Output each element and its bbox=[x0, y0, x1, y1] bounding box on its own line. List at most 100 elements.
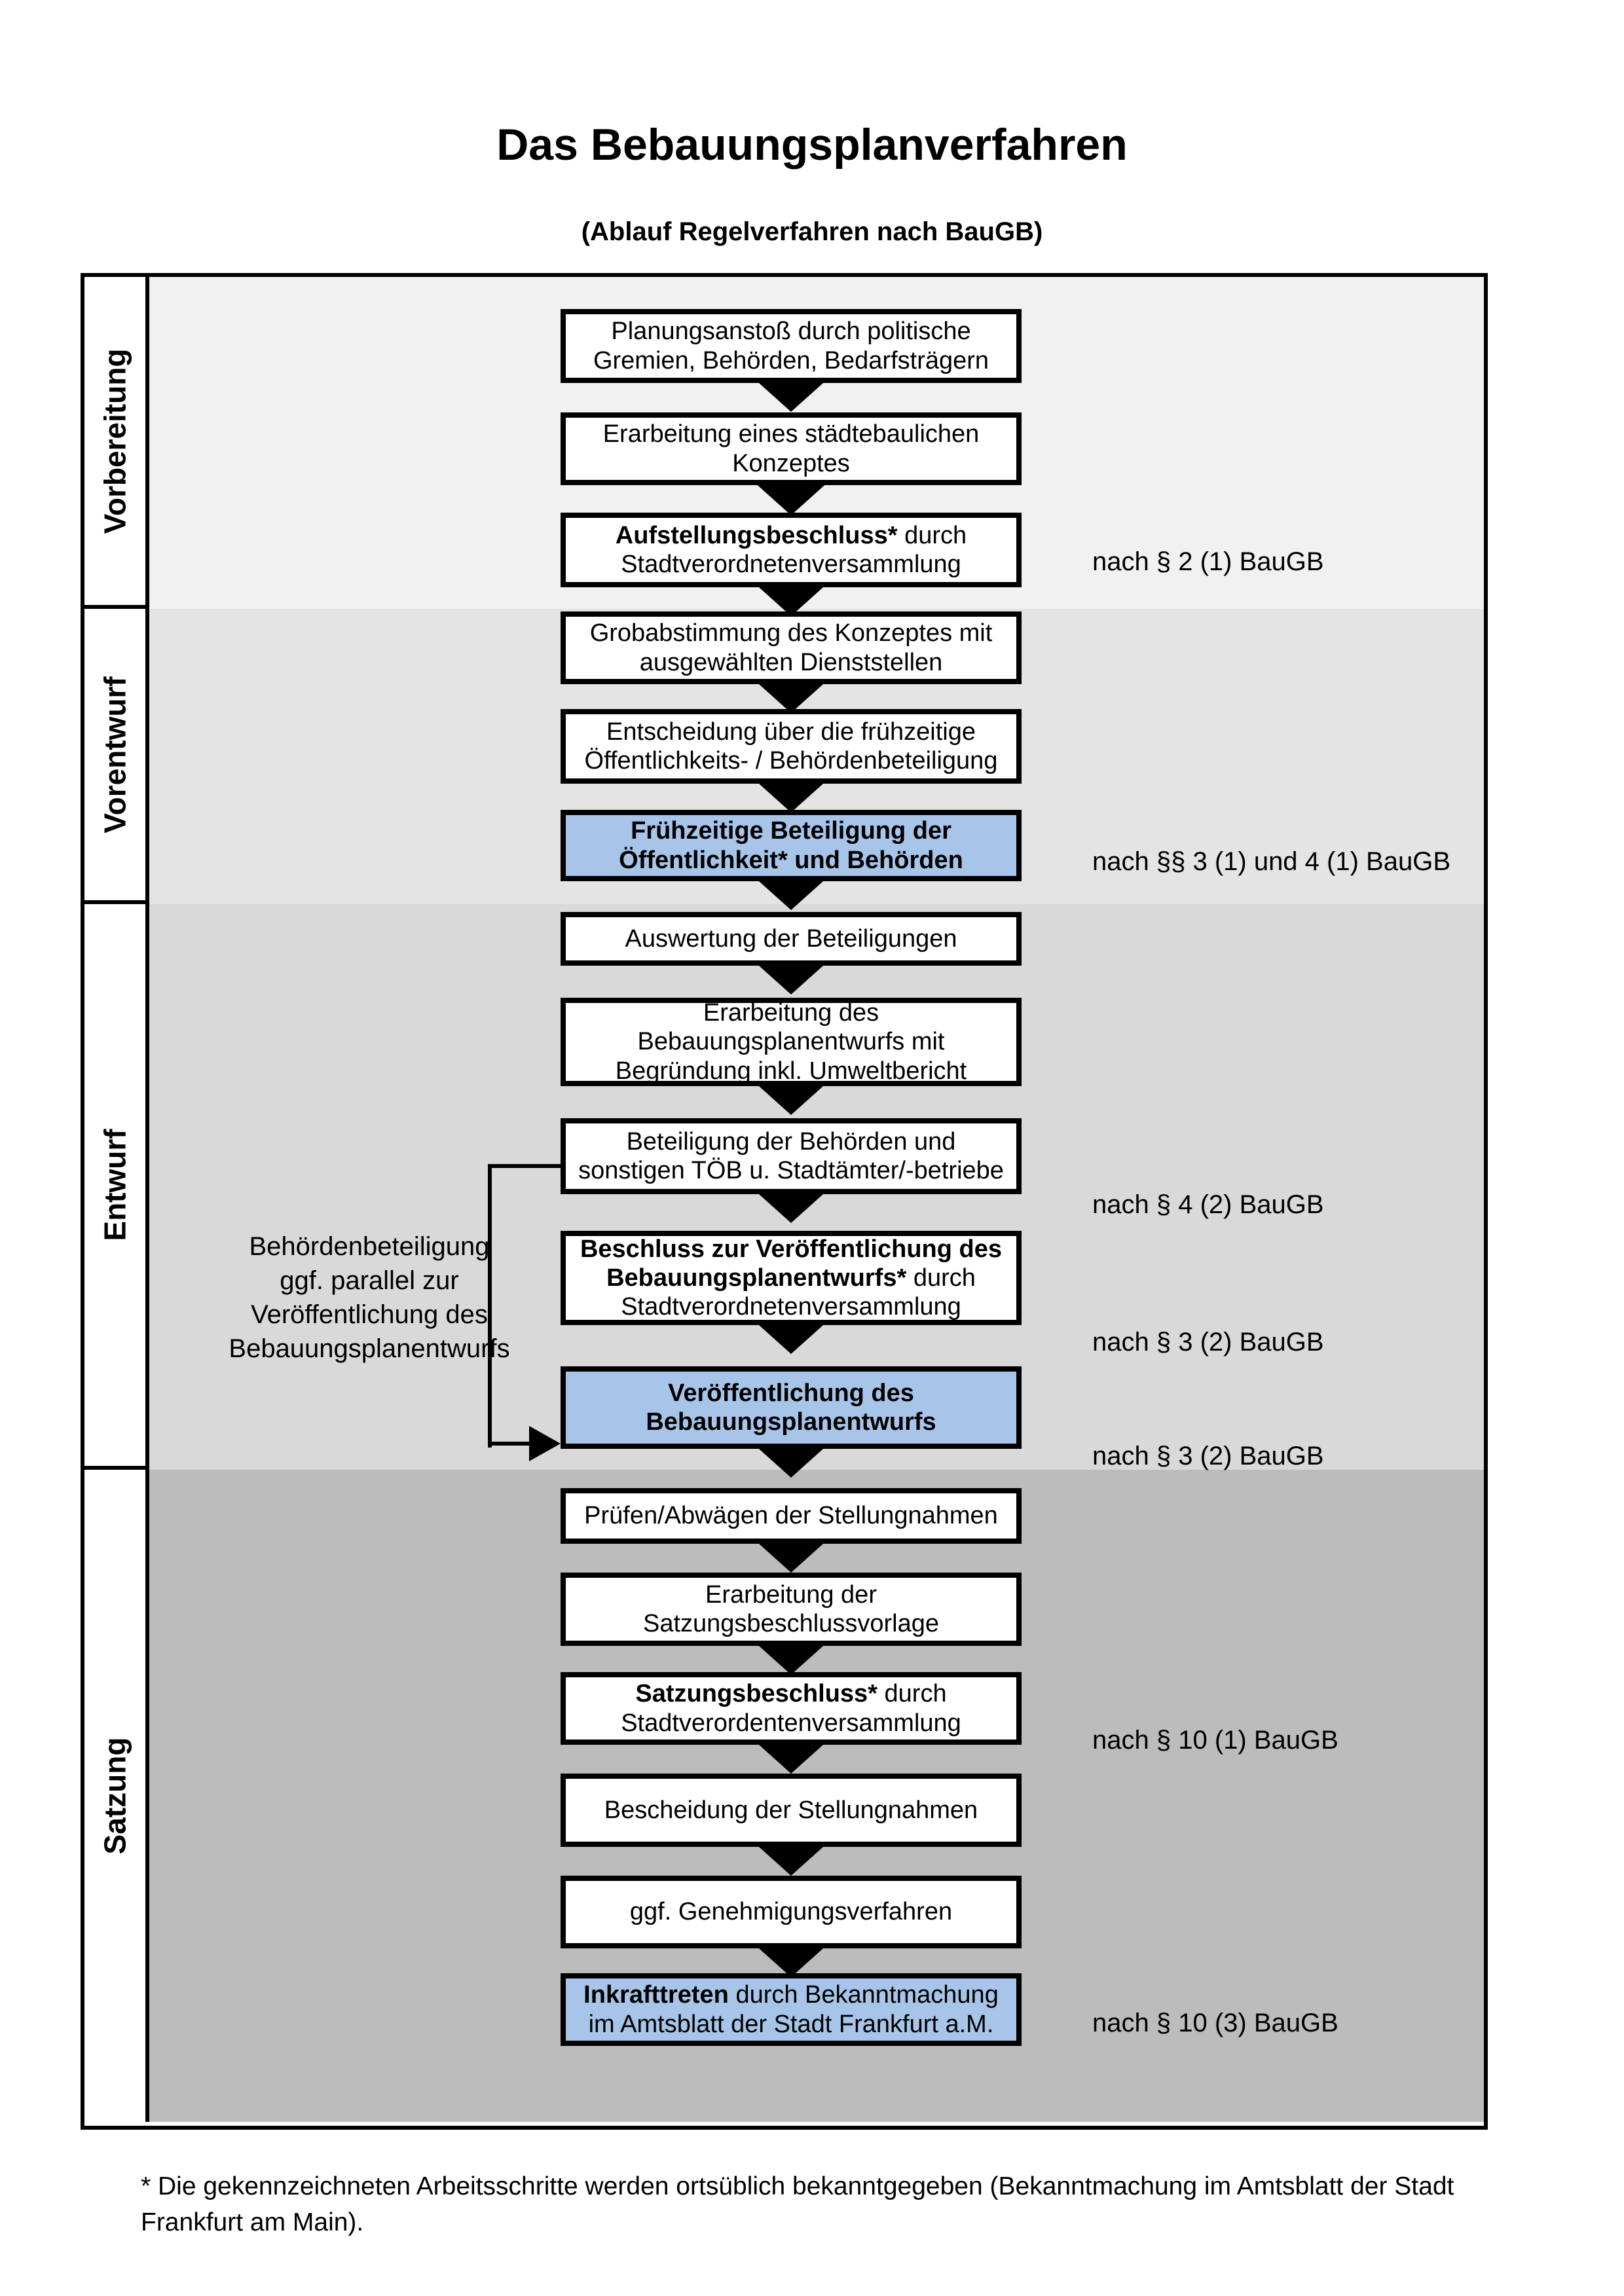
flow-arrow-down-icon bbox=[753, 1444, 829, 1478]
flow-arrow-down-icon bbox=[753, 582, 829, 616]
flow-box-line: Veröffentlichung des bbox=[668, 1379, 914, 1408]
flow-box-text: Bescheidung der Stellungnahmen bbox=[604, 1796, 978, 1824]
flow-box-line: Bescheidung der Stellungnahmen bbox=[604, 1796, 978, 1825]
flow-box-text: Satzungsbeschlussvorlage bbox=[642, 1610, 940, 1637]
flow-box-text: Erarbeitung des bbox=[703, 999, 879, 1027]
flow-box-text: Aufstellungsbeschluss* bbox=[615, 521, 898, 549]
flow-box-line: Begründung inkl. Umweltbericht bbox=[616, 1057, 967, 1085]
flow-box-line: ausgewählten Dienststellen bbox=[640, 648, 943, 677]
flow-box-line: Frühzeitige Beteiligung der bbox=[631, 816, 951, 845]
flow-box-text: Prüfen/Abwägen der Stellungnahmen bbox=[584, 1502, 998, 1530]
flow-box-16: ggf. Genehmigungsverfahren bbox=[561, 1876, 1022, 1948]
flow-box-text: durch bbox=[897, 521, 967, 549]
flow-box-line: Erarbeitung des bbox=[703, 998, 879, 1027]
side-note-line: Bebauungsplanentwurfs bbox=[229, 1334, 510, 1363]
phase-label-cell-vorentwurf: Vorentwurf bbox=[84, 609, 149, 904]
flow-box-line: Beschluss zur Veröffentlichung des bbox=[580, 1235, 1002, 1264]
flow-box-line: Stadtverordnetenversammlung bbox=[621, 550, 961, 579]
flow-box-text: durch bbox=[906, 1264, 976, 1292]
side-note-line: ggf. parallel zur bbox=[280, 1266, 459, 1295]
flow-box-text: Satzungsbeschluss* bbox=[635, 1680, 877, 1708]
legal-reference-3: nach § 4 (2) BauGB bbox=[1092, 1190, 1324, 1219]
phase-label-cell-vorbereitung: Vorbereitung bbox=[84, 277, 149, 609]
phase-label: Vorentwurf bbox=[98, 676, 132, 833]
flow-box-line: ggf. Genehmigungsverfahren bbox=[630, 1897, 952, 1926]
flow-box-text: Bebauungsplanentwurfs mit bbox=[637, 1028, 945, 1056]
flow-box-text: durch Bekanntmachung bbox=[728, 1981, 999, 2009]
flow-box-text: Erarbeitung eines städtebaulichen bbox=[602, 420, 980, 448]
legal-reference-1: nach § 2 (1) BauGB bbox=[1092, 547, 1324, 576]
phase-label: Vorbereitung bbox=[98, 348, 132, 534]
flow-box-text: Veröffentlichung des bbox=[668, 1379, 914, 1407]
flow-box-text: Begründung inkl. Umweltbericht bbox=[615, 1057, 967, 1085]
phase-label-cell-satzung: Satzung bbox=[84, 1470, 149, 2122]
flow-box-text: Inkrafttreten bbox=[583, 1981, 729, 2009]
flow-arrow-down-icon bbox=[753, 778, 829, 812]
flow-box-line: Planungsanstoß durch politische bbox=[611, 317, 970, 346]
connector-line-bottom bbox=[488, 1442, 530, 1446]
flow-box-text: Beschluss zur Veröffentlichung des bbox=[580, 1235, 1003, 1263]
flow-arrow-down-icon bbox=[753, 1842, 829, 1876]
connector-line-top bbox=[488, 1164, 561, 1168]
connector-line-vertical bbox=[488, 1164, 492, 1448]
flow-box-text: Grobabstimmung des Konzeptes mit bbox=[589, 619, 993, 647]
flow-box-line: Gremien, Behörden, Bedarfsträgern bbox=[593, 346, 989, 375]
flow-arrow-down-icon bbox=[753, 1943, 829, 1977]
flow-box-text: Erarbeitung der bbox=[705, 1580, 877, 1609]
flow-box-line: Satzungsbeschlussvorlage bbox=[643, 1609, 939, 1638]
flow-box-line: im Amtsblatt der Stadt Frankfurt a.M. bbox=[589, 2010, 994, 2039]
flow-box-text: Entscheidung über die frühzeitige bbox=[606, 718, 976, 746]
flow-arrow-down-icon bbox=[753, 1539, 829, 1573]
flow-box-line: Prüfen/Abwägen der Stellungnahmen bbox=[584, 1501, 998, 1530]
legal-reference-6: nach § 10 (1) BauGB bbox=[1092, 1726, 1338, 1755]
flow-box-line: Aufstellungsbeschluss* durch bbox=[616, 521, 967, 550]
phase-label-cell-entwurf: Entwurf bbox=[84, 904, 149, 1470]
flow-box-text: Frühzeitige Beteiligung der bbox=[631, 817, 951, 845]
flow-box-line: Stadtverordentenversammlung bbox=[621, 1709, 961, 1738]
flow-box-text: Planungsanstoß durch politische bbox=[611, 318, 971, 346]
legal-reference-2: nach §§ 3 (1) und 4 (1) BauGB bbox=[1092, 847, 1450, 876]
flow-box-text: Gremien, Behörden, Bedarfsträgern bbox=[593, 346, 989, 374]
flow-box-text: Öffentlichkeit* und Behörden bbox=[619, 846, 963, 874]
flow-box-text: Konzeptes bbox=[732, 449, 850, 477]
flow-box-text: Stadtverordnetenversammlung bbox=[621, 551, 961, 578]
flow-box-text: Stadtverordentenversammlung bbox=[621, 1709, 961, 1737]
flow-box-text: Stadtverordnetenversammlung bbox=[621, 1293, 961, 1321]
flow-arrow-down-icon bbox=[753, 1740, 829, 1774]
flow-box-line: Auswertung der Beteiligungen bbox=[625, 924, 957, 953]
flow-box-line: Bebauungsplanentwurfs mit bbox=[638, 1027, 945, 1056]
phase-label: Satzung bbox=[98, 1737, 132, 1855]
flow-box-text: Beteiligung der Behörden und bbox=[626, 1127, 956, 1156]
flow-box-7: Auswertung der Beteiligungen bbox=[561, 912, 1022, 966]
flow-box-text: sonstigen TÖB u. Stadtämter/-betriebe bbox=[578, 1157, 1004, 1184]
flow-box-text: Bebauungsplanentwurfs bbox=[646, 1408, 936, 1436]
flow-box-text: im Amtsblatt der Stadt Frankfurt a.M. bbox=[588, 2010, 994, 2038]
flow-arrow-down-icon bbox=[753, 481, 829, 515]
phase-label: Entwurf bbox=[98, 1129, 132, 1241]
flow-box-text: durch bbox=[877, 1680, 947, 1708]
flow-box-line: Bebauungsplanentwurfs bbox=[646, 1408, 936, 1436]
flow-arrow-down-icon bbox=[753, 876, 829, 910]
legal-reference-7: nach § 10 (3) BauGB bbox=[1092, 2009, 1338, 2037]
flow-box-line: Konzeptes bbox=[732, 449, 850, 478]
page-subtitle: (Ablauf Regelverfahren nach BauGB) bbox=[581, 217, 1043, 246]
flow-box-line: Öffentlichkeit* und Behörden bbox=[619, 846, 963, 875]
side-note-line: Behördenbeteiligung bbox=[249, 1232, 490, 1261]
flow-box-line: Öffentlichkeits- / Behördenbeteiligung bbox=[585, 746, 998, 775]
flow-box-line: Erarbeitung eines städtebaulichen bbox=[603, 420, 980, 448]
flow-box-line: Erarbeitung der bbox=[705, 1580, 877, 1609]
flow-box-line: Stadtverordnetenversammlung bbox=[621, 1292, 961, 1321]
flow-arrow-down-icon bbox=[753, 679, 829, 713]
